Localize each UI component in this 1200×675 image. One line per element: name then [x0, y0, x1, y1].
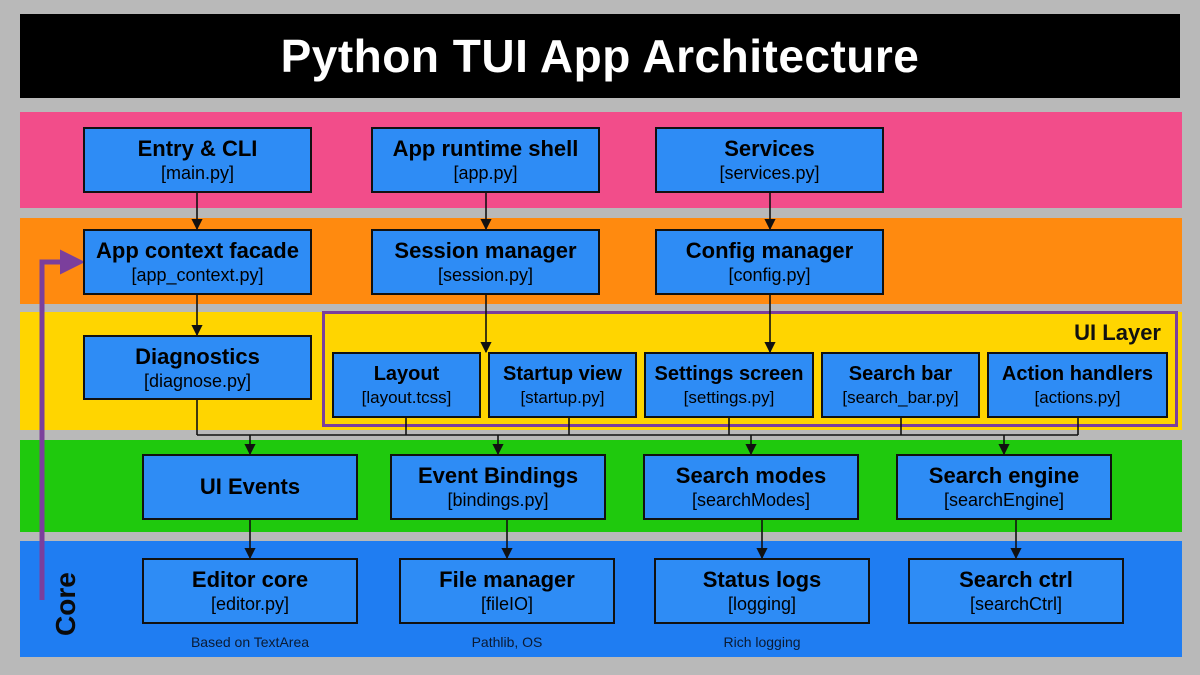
node-search-modes: Search modes [searchModes] [643, 454, 859, 520]
node-ui-events: UI Events [142, 454, 358, 520]
node-file: [settings.py] [683, 387, 775, 407]
node-app-runtime-shell: App runtime shell [app.py] [371, 127, 600, 193]
node-file-manager: File manager [fileIO] [399, 558, 615, 624]
node-config-manager: Config manager [config.py] [655, 229, 884, 295]
node-settings-screen: Settings screen [settings.py] [644, 352, 814, 418]
node-file: [search_bar.py] [842, 387, 959, 407]
node-entry-cli: Entry & CLI [main.py] [83, 127, 312, 193]
node-file: [searchEngine] [943, 490, 1065, 511]
node-title: Search engine [928, 463, 1080, 488]
node-title: App context facade [96, 238, 299, 263]
node-title: UI Events [199, 474, 301, 500]
node-search-engine: Search engine [searchEngine] [896, 454, 1112, 520]
node-event-bindings: Event Bindings [bindings.py] [390, 454, 606, 520]
node-file: [layout.tcss] [361, 387, 452, 407]
caption-file-manager: Pathlib, OS [471, 634, 543, 650]
node-file: [startup.py] [520, 387, 605, 407]
node-title: Search modes [675, 463, 827, 488]
node-title: Settings screen [654, 362, 804, 385]
node-file: [actions.py] [1034, 387, 1121, 407]
node-title: File manager [439, 567, 575, 592]
node-file: [diagnose.py] [143, 370, 252, 391]
node-title: Search ctrl [959, 567, 1073, 592]
node-title: Services [724, 136, 815, 161]
node-session-manager: Session manager [session.py] [371, 229, 600, 295]
node-title: Search bar [848, 362, 953, 385]
node-title: Action handlers [1001, 362, 1154, 385]
caption-status-logs: Rich logging [723, 634, 801, 650]
node-title: Startup view [503, 362, 622, 385]
node-title: Event Bindings [417, 463, 579, 488]
node-title: Entry & CLI [137, 136, 258, 161]
node-file: [app.py] [453, 163, 518, 184]
node-layout: Layout [layout.tcss] [332, 352, 481, 418]
node-diagnostics: Diagnostics [diagnose.py] [83, 335, 312, 400]
node-file: [fileIO] [480, 594, 533, 615]
node-file: [bindings.py] [447, 490, 549, 511]
node-file: [main.py] [160, 163, 235, 184]
node-title: App runtime shell [392, 136, 579, 161]
node-file: [logging] [727, 594, 797, 615]
node-status-logs: Status logs [logging] [654, 558, 870, 624]
node-services: Services [services.py] [655, 127, 884, 193]
node-editor-core: Editor core [editor.py] [142, 558, 358, 624]
ui-layer-label: UI Layer [1074, 320, 1161, 345]
core-layer-label: Core [50, 572, 81, 636]
node-action-handlers: Action handlers [actions.py] [987, 352, 1168, 418]
node-search-bar: Search bar [search_bar.py] [821, 352, 980, 418]
node-startup-view: Startup view [startup.py] [488, 352, 637, 418]
node-title: Config manager [685, 238, 854, 263]
node-title: Status logs [702, 567, 822, 592]
node-search-ctrl: Search ctrl [searchCtrl] [908, 558, 1124, 624]
node-file: [config.py] [728, 265, 811, 286]
node-title: Diagnostics [135, 343, 260, 369]
node-file: [services.py] [719, 163, 820, 184]
node-file: [searchModes] [691, 490, 811, 511]
caption-editor: Based on TextArea [190, 634, 310, 650]
node-file: [app_context.py] [131, 265, 264, 286]
page-title: Python TUI App Architecture [20, 14, 1180, 98]
node-file: [session.py] [437, 265, 534, 286]
node-file: [editor.py] [210, 594, 290, 615]
node-title: Editor core [191, 567, 309, 592]
node-title: Layout [373, 362, 440, 385]
node-title: Session manager [394, 238, 577, 263]
feedback-arrow-core-to-context [39, 249, 85, 600]
ui-layer-group: UI Layer [322, 311, 1178, 427]
node-file: [searchCtrl] [969, 594, 1063, 615]
node-app-context-facade: App context facade [app_context.py] [83, 229, 312, 295]
